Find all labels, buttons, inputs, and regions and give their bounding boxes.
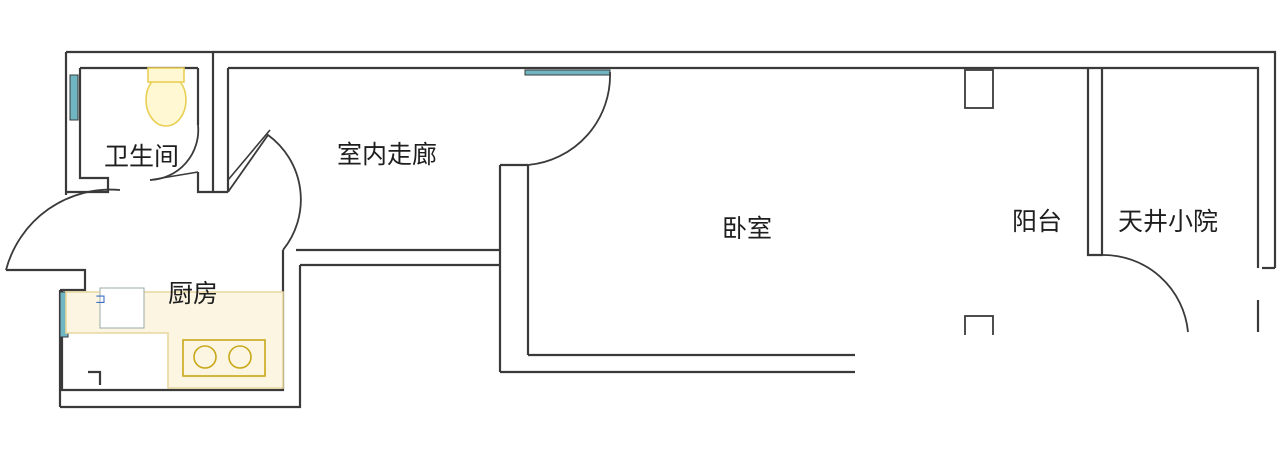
sink [99,287,145,329]
bathroom-outer-top [66,50,215,68]
inner-wall-top-right [228,66,1260,268]
courtyard-door-arc [1101,254,1189,333]
watermark-area [855,335,1280,450]
bedroom-top-window [524,69,611,76]
pillar-top [964,69,994,109]
kitchen-corner-notch [88,370,102,385]
label-balcony: 阳台 [1012,207,1062,236]
bathroom-door-leaf [149,171,199,181]
stove [182,339,266,377]
kitchen-door-jamb [6,268,87,292]
kitchen-outer-wall [60,265,302,409]
stove-burner-left-icon [193,345,217,369]
doors [5,69,1189,333]
kitchen-fixtures: ⊐ [65,287,284,389]
balcony-courtyard-divider [1086,68,1104,257]
kitchen-door-arc [5,188,121,271]
label-bathroom: 卫生间 [104,142,179,171]
toilet-tank [147,67,185,83]
outer-wall-top-right [213,50,1277,268]
bedroom-door-arc [527,71,611,166]
stove-burner-right-icon [228,345,252,369]
toilet [145,67,187,127]
bathroom-bottom-right [196,172,228,194]
label-corridor: 室内走廊 [337,140,437,169]
label-bedroom: 卧室 [722,214,772,243]
corridor-door-leaf [227,129,271,181]
walls [6,50,1277,409]
label-kitchen: 厨房 [168,279,218,308]
faucet-icon: ⊐ [95,292,106,307]
bathroom-inner-left [66,68,110,194]
bathroom-window [69,74,79,121]
room-labels: 卫生间 室内走廊 卧室 阳台 天井小院 厨房 [104,140,1218,308]
label-courtyard: 天井小院 [1118,207,1218,236]
corridor-door-arc [227,133,302,251]
